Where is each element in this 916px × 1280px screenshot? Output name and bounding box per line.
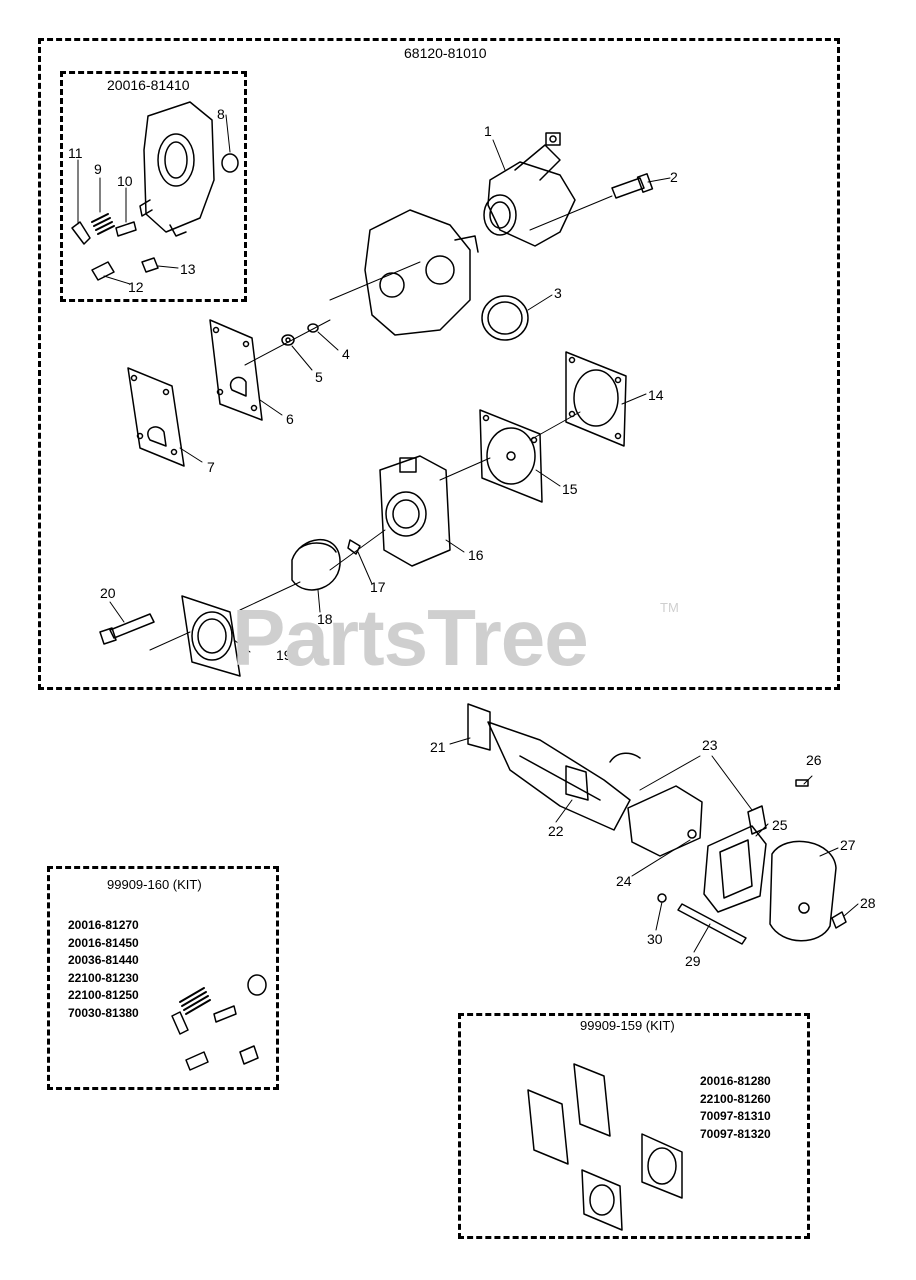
part-12-valve-seat-icon[interactable]	[92, 262, 114, 280]
part-28-screw-icon[interactable]	[832, 912, 846, 928]
callout-17[interactable]: 17	[370, 579, 386, 595]
watermark-tm: TM	[660, 600, 679, 615]
callout-28[interactable]: 28	[860, 895, 876, 911]
part-21-gasket-icon[interactable]	[468, 704, 490, 750]
kit-159-parts-icon[interactable]	[528, 1064, 682, 1230]
callout-2[interactable]: 2	[670, 169, 678, 185]
callout-12[interactable]: 12	[128, 279, 144, 295]
part-25-filter-icon[interactable]	[704, 826, 766, 912]
part-17-clip-icon[interactable]	[348, 540, 360, 554]
callout-7[interactable]: 7	[207, 459, 215, 475]
part-30-nut-icon[interactable]	[658, 894, 666, 902]
callout-27[interactable]: 27	[840, 837, 856, 853]
part-27-filter-cover-icon[interactable]	[770, 841, 836, 940]
part-7-diaphragm-icon[interactable]	[128, 368, 184, 466]
kit-160-part[interactable]: 70030-81380	[68, 1005, 139, 1020]
kit-160-part[interactable]: 20036-81440	[68, 953, 139, 967]
kit-160-part[interactable]: 20016-81450	[68, 935, 139, 950]
callout-21[interactable]: 21	[430, 739, 446, 755]
kit-159-title: 99909-159 (KIT)	[580, 1018, 675, 1033]
callout-25[interactable]: 25	[772, 817, 788, 833]
callout-22[interactable]: 22	[548, 823, 564, 839]
part-5-washer-icon[interactable]	[282, 335, 294, 345]
callout-9[interactable]: 9	[94, 161, 102, 177]
callout-1[interactable]: 1	[484, 123, 492, 139]
part-24-backplate-icon[interactable]	[628, 786, 702, 856]
kit-160-title: 99909-160 (KIT)	[107, 877, 202, 892]
part-16-pump-cover-icon[interactable]	[380, 456, 450, 566]
part-19-primer-cover-icon[interactable]	[182, 596, 240, 676]
callout-20[interactable]: 20	[100, 585, 116, 601]
parts-tree-watermark: PartsTree	[232, 593, 589, 682]
part-18-primer-bulb-icon[interactable]	[292, 540, 340, 590]
callout-24[interactable]: 24	[616, 873, 632, 889]
callout-18[interactable]: 18	[317, 611, 333, 627]
kit-159-box	[458, 1013, 810, 1239]
kit-159-part[interactable]: 20016-81280	[700, 1074, 771, 1088]
part-4-washer-icon[interactable]	[308, 324, 318, 332]
callout-11[interactable]: 11	[68, 145, 83, 161]
sub-assembly-housing-icon[interactable]	[140, 102, 214, 236]
kit-159-part[interactable]: 22100-81260	[700, 1091, 771, 1106]
leader-lines	[78, 115, 858, 952]
callout-8[interactable]: 8	[217, 106, 225, 122]
kit-160-box	[47, 866, 279, 1090]
callout-19[interactable]: 19	[276, 647, 292, 663]
part-13-plug-icon[interactable]	[142, 258, 158, 272]
callout-5[interactable]: 5	[315, 369, 323, 385]
part-1-carb-body-icon[interactable]	[484, 133, 575, 246]
main-assembly-box	[38, 38, 840, 690]
kit-159-part[interactable]: 70097-81320	[700, 1126, 771, 1141]
callout-10[interactable]: 10	[117, 173, 133, 189]
callout-13[interactable]: 13	[180, 261, 196, 277]
intake-body-icon[interactable]	[488, 722, 630, 830]
part-20-screw-icon[interactable]	[100, 614, 154, 644]
part-22-gasket-icon[interactable]	[566, 766, 588, 800]
kit-160-parts-icon[interactable]	[172, 975, 266, 1070]
part-14-gasket-icon[interactable]	[566, 352, 626, 446]
callout-29[interactable]: 29	[685, 953, 701, 969]
main-assembly-number: 68120-81010	[404, 45, 487, 61]
part-11-lever-icon[interactable]	[72, 222, 90, 244]
part-15-diaphragm-icon[interactable]	[480, 410, 542, 502]
callout-4[interactable]: 4	[342, 346, 350, 362]
part-10-needle-icon[interactable]	[116, 222, 136, 236]
kit-160-part[interactable]: 20016-81270	[68, 918, 139, 932]
part-2-screw-icon[interactable]	[612, 174, 652, 198]
part-29-bolt-icon[interactable]	[678, 904, 746, 944]
callout-26[interactable]: 26	[806, 752, 822, 768]
callout-30[interactable]: 30	[647, 931, 663, 947]
part-9-spring-icon[interactable]	[92, 214, 114, 234]
kit-159-part[interactable]: 70097-81310	[700, 1109, 771, 1123]
callout-14[interactable]: 14	[648, 387, 664, 403]
callout-15[interactable]: 15	[562, 481, 578, 497]
part-6-gasket-icon[interactable]	[210, 320, 262, 420]
callout-23[interactable]: 23	[702, 737, 718, 753]
kit-160-part[interactable]: 22100-81250	[68, 988, 139, 1002]
kit-160-part-list: 20016-81270 20016-81450 20036-81440 2210…	[68, 917, 139, 1022]
part-26-pin-icon[interactable]	[796, 780, 808, 786]
callout-6[interactable]: 6	[286, 411, 294, 427]
callout-16[interactable]: 16	[468, 547, 484, 563]
part-8-o-ring-icon[interactable]	[222, 154, 238, 172]
part-3-gasket-ring-icon[interactable]	[482, 296, 528, 340]
callout-3[interactable]: 3	[554, 285, 562, 301]
kit-159-part-list: 20016-81280 22100-81260 70097-81310 7009…	[700, 1073, 771, 1143]
kit-160-part[interactable]: 22100-81230	[68, 970, 139, 985]
sub-assembly-number: 20016-81410	[107, 77, 190, 93]
sub-assembly-box	[60, 71, 247, 302]
carb-main-body-icon[interactable]	[365, 210, 478, 335]
